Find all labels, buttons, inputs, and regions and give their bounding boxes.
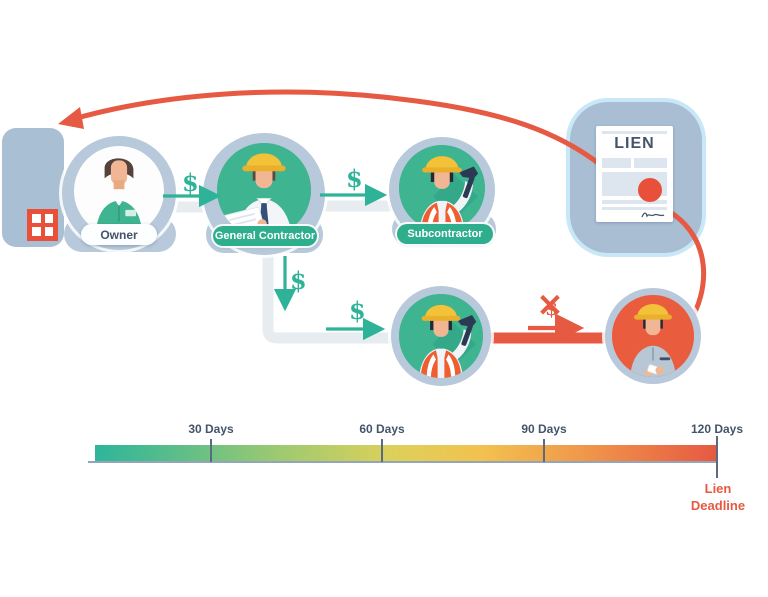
timeline-label-30: 30 Days: [188, 422, 234, 436]
owner-label: Owner: [100, 227, 138, 242]
sub-avatar: [399, 145, 485, 231]
lien-paper: LIEN: [596, 126, 673, 222]
phone-icon: [644, 364, 664, 377]
seal-icon: [638, 178, 662, 202]
timeline-tick-30: [210, 439, 212, 462]
owner-person-icon: [95, 158, 143, 236]
unpaid-worker-person-icon: [612, 295, 694, 377]
sub-label: Subcontractor: [407, 228, 483, 240]
worker-person-icon: [399, 294, 483, 378]
lien-deadline-label: Lien Deadline: [690, 481, 746, 513]
timeline-label-120: 120 Days: [690, 422, 744, 436]
sub-label-pill: Subcontractor: [397, 224, 493, 244]
timeline-label-90: 90 Days: [521, 422, 567, 436]
owner-label-pill: Owner: [81, 224, 157, 245]
unpaid-worker-avatar: [612, 295, 694, 377]
money-symbol: $: [182, 168, 199, 197]
gc-label: General Contractor: [214, 230, 316, 242]
shirt: [630, 345, 676, 377]
money-symbol: $: [349, 296, 366, 325]
window-icon: [44, 227, 53, 236]
window-icon: [32, 227, 41, 236]
worker-avatar: [399, 294, 483, 378]
paper-block: [602, 158, 631, 168]
paper-line: [602, 131, 667, 134]
pocket: [659, 357, 671, 361]
money-symbol: $: [346, 164, 363, 193]
cross-icon: ✕: [537, 288, 563, 323]
gc-person-icon: [217, 143, 311, 237]
paper-line: [602, 207, 667, 210]
timeline-tick-90: [543, 439, 545, 462]
gc-label-pill: General Contractor: [213, 226, 317, 246]
timeline-tick-120: [716, 436, 718, 478]
gc-avatar: [217, 143, 311, 237]
timeline-gradient-bar: [95, 445, 717, 462]
money-symbol: $: [290, 266, 307, 295]
window-icon: [44, 214, 53, 223]
timeline-underline: [88, 461, 717, 463]
paper-block: [634, 158, 667, 168]
building-windows-icon: [27, 209, 58, 241]
sub-person-icon: [399, 145, 485, 231]
lien-title: LIEN: [614, 135, 655, 152]
timeline-label-60: 60 Days: [359, 422, 405, 436]
timeline-tick-60: [381, 439, 383, 462]
window-icon: [32, 214, 41, 223]
owner-avatar: [74, 146, 164, 236]
blocked-money-icon: $ ✕: [536, 288, 572, 328]
paper-line: [602, 200, 667, 204]
signature-icon: [641, 212, 665, 218]
